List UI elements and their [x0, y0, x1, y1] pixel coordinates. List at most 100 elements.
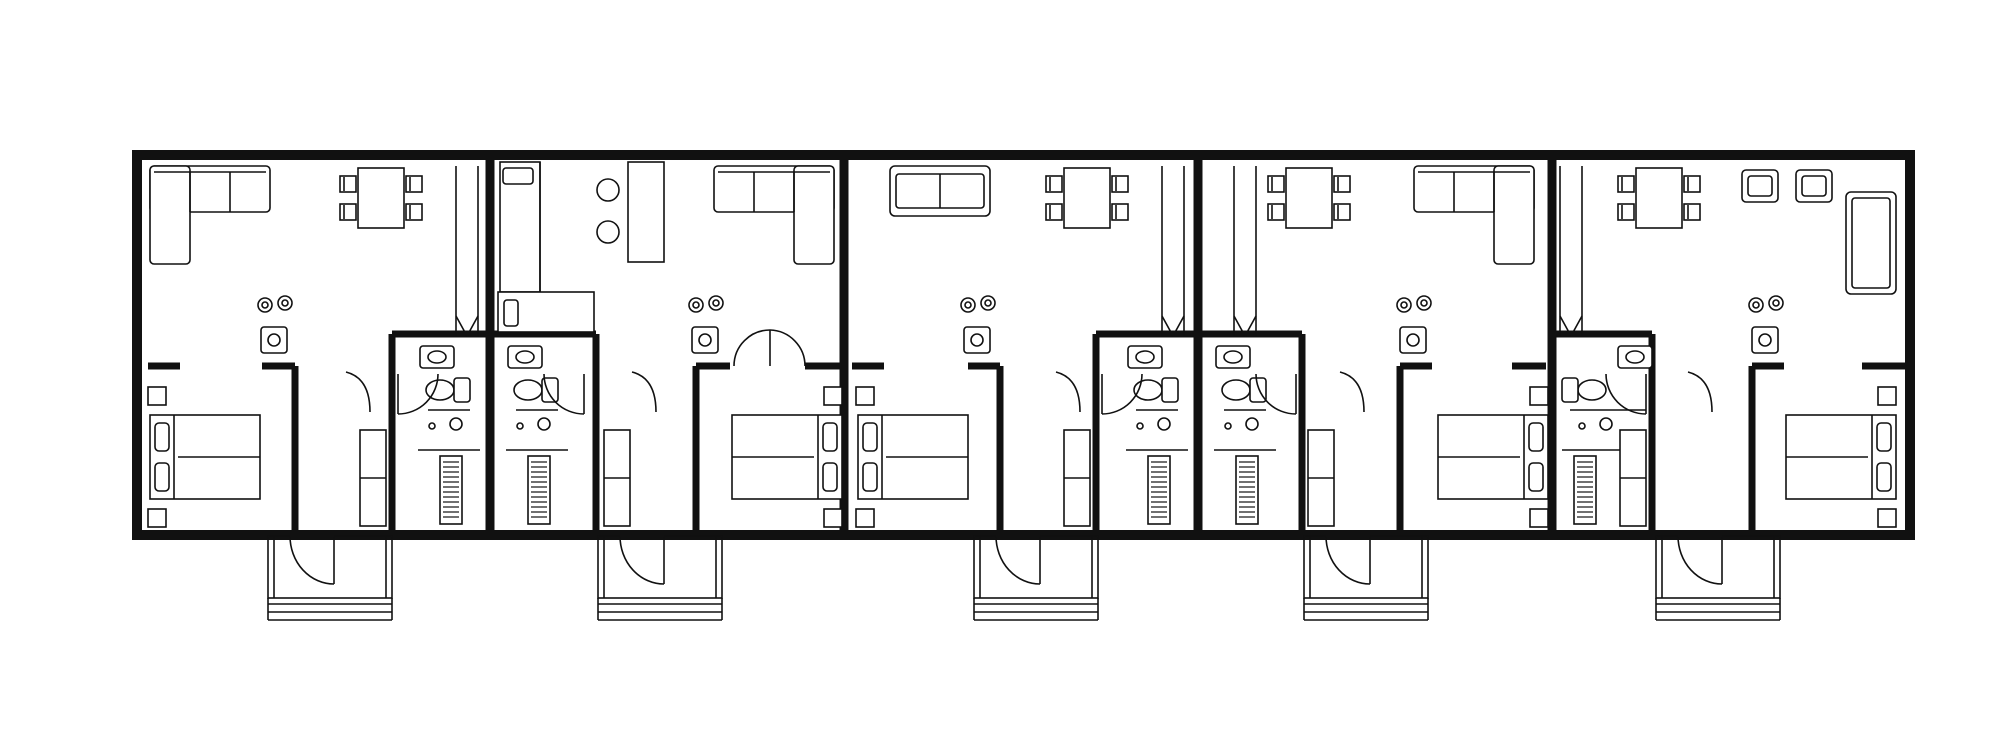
- sofa: [1845, 191, 1897, 295]
- shower: [1235, 455, 1259, 525]
- table-top: [1285, 167, 1333, 229]
- nightstand: [1529, 508, 1549, 528]
- chair: [1111, 203, 1129, 221]
- chair: [1267, 203, 1285, 221]
- toilet: [513, 377, 559, 403]
- bathroom-door: [1255, 373, 1297, 415]
- entrance-porch: [267, 535, 393, 621]
- entrance-door: [1677, 535, 1723, 585]
- double-bed: [731, 414, 843, 500]
- corner-sofa: [149, 165, 271, 265]
- bathroom-door: [1101, 373, 1143, 415]
- entrance-door: [619, 535, 665, 585]
- entrance-door: [1325, 535, 1371, 585]
- dining-table: [1617, 167, 1701, 229]
- bedroom-door: [733, 329, 806, 367]
- double-bed: [1785, 414, 1897, 500]
- chair: [1683, 203, 1701, 221]
- entrance-door: [289, 535, 335, 585]
- washing-machine: [1751, 326, 1779, 354]
- door-swing: [1339, 371, 1365, 413]
- kitchen-counter: [497, 161, 595, 333]
- chair: [1683, 175, 1701, 193]
- nightstand: [1877, 508, 1897, 528]
- hall-wardrobe: [1233, 166, 1257, 337]
- washbasin: [507, 345, 543, 369]
- shower: [1147, 455, 1171, 525]
- double-bed: [149, 414, 261, 500]
- wardrobe: [1063, 429, 1091, 527]
- bathroom-door: [397, 373, 439, 415]
- chair: [405, 203, 423, 221]
- washbasin: [1215, 345, 1251, 369]
- bar-stool: [596, 178, 620, 202]
- door-swing: [631, 371, 657, 413]
- washbasin: [1617, 345, 1653, 369]
- hall-wardrobe: [1161, 166, 1185, 337]
- armchair: [1741, 169, 1779, 203]
- chair: [1333, 203, 1351, 221]
- entrance-porch: [973, 535, 1099, 621]
- corner-sofa: [1413, 165, 1535, 265]
- dining-table: [1267, 167, 1351, 229]
- bathroom: [1561, 345, 1653, 525]
- nightstand: [1529, 386, 1549, 406]
- table-top: [1063, 167, 1111, 229]
- door-swing: [1687, 371, 1713, 413]
- bathroom-door: [543, 373, 585, 415]
- chair: [1045, 175, 1063, 193]
- shower: [439, 455, 463, 525]
- washbasin: [419, 345, 455, 369]
- sofa: [889, 165, 991, 217]
- wardrobe: [1619, 429, 1647, 527]
- nightstand: [1877, 386, 1897, 406]
- chair: [1111, 175, 1129, 193]
- double-bed: [857, 414, 969, 500]
- chair: [339, 203, 357, 221]
- chair: [1333, 175, 1351, 193]
- armchair: [1795, 169, 1833, 203]
- toilet: [1561, 377, 1607, 403]
- chair: [339, 175, 357, 193]
- furniture: [147, 161, 1897, 621]
- cooktop: [257, 295, 293, 313]
- dining-table: [339, 167, 423, 229]
- bathroom: [1126, 334, 1276, 534]
- bathroom: [418, 334, 568, 534]
- dining-table: [1045, 167, 1129, 229]
- cooktop: [1748, 295, 1784, 313]
- nightstand: [855, 386, 875, 406]
- kitchen-island: [627, 161, 665, 263]
- nightstand: [855, 508, 875, 528]
- double-bed: [1437, 414, 1549, 500]
- wardrobe: [603, 429, 631, 527]
- bar-stool: [596, 220, 620, 244]
- washing-machine: [691, 326, 719, 354]
- cooktop: [960, 295, 996, 313]
- door-swing: [1055, 371, 1081, 413]
- wardrobe: [359, 429, 387, 527]
- washing-machine: [260, 326, 288, 354]
- washbasin: [1127, 345, 1163, 369]
- hall-wardrobe: [1559, 166, 1583, 337]
- washing-machine: [963, 326, 991, 354]
- table-top: [1635, 167, 1683, 229]
- table-top: [357, 167, 405, 229]
- chair: [1617, 203, 1635, 221]
- toilet: [425, 377, 471, 403]
- entrance-door: [995, 535, 1041, 585]
- shower: [527, 455, 551, 525]
- shower: [1573, 455, 1597, 525]
- washing-machine: [1399, 326, 1427, 354]
- entrance-porch: [1655, 535, 1781, 621]
- door-swing: [345, 371, 371, 413]
- chair: [1267, 175, 1285, 193]
- entrance-porch: [1303, 535, 1429, 621]
- wardrobe: [1307, 429, 1335, 527]
- nightstand: [147, 386, 167, 406]
- chair: [1617, 175, 1635, 193]
- bathroom-door: [1605, 373, 1647, 415]
- chair: [1045, 203, 1063, 221]
- cooktop: [1396, 295, 1432, 313]
